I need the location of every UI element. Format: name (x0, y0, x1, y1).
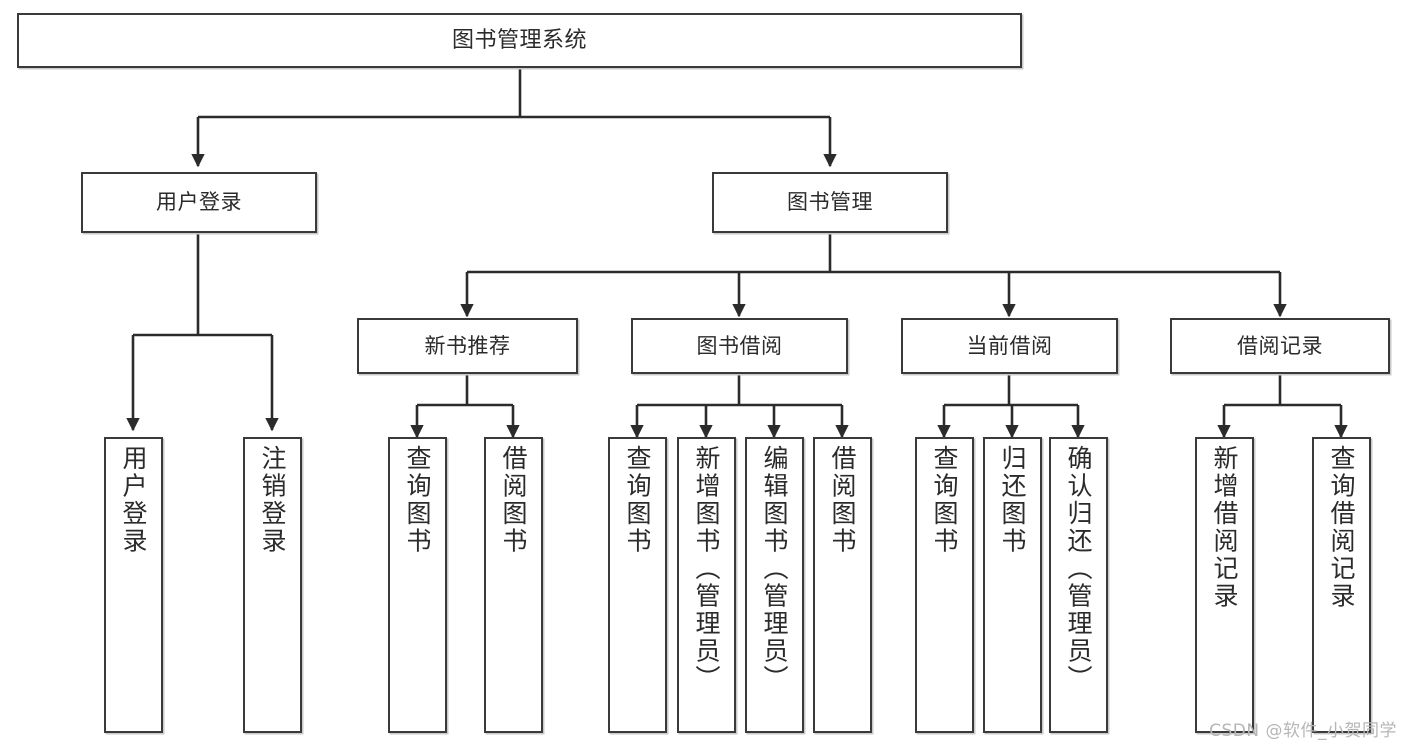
node-leaf-user-login[interactable]: 用户登录 (104, 437, 163, 733)
node-label: 归还图书 (998, 445, 1027, 555)
node-leaf-add-borrow-record[interactable]: 新增借阅记录 (1195, 437, 1254, 733)
node-label: 新书推荐 (424, 333, 511, 358)
watermark-text: CSDN @软件_小贺同学 (1209, 721, 1397, 741)
node-leaf-query-book-recommend[interactable]: 查询图书 (388, 437, 447, 733)
node-label: 确认归还（管理员） (1064, 445, 1093, 693)
node-leaf-borrow-book-recommend[interactable]: 借阅图书 (484, 437, 543, 733)
node-label: 借阅图书 (828, 445, 857, 555)
node-label: 当前借阅 (966, 333, 1053, 358)
node-book-management[interactable]: 图书管理 (712, 172, 948, 233)
node-label: 查询图书 (623, 445, 652, 555)
node-book-borrow[interactable]: 图书借阅 (631, 318, 848, 374)
node-borrow-record[interactable]: 借阅记录 (1170, 318, 1390, 374)
node-leaf-query-book-current[interactable]: 查询图书 (915, 437, 974, 733)
node-label: 借阅记录 (1237, 333, 1323, 358)
node-label: 新增借阅记录 (1210, 445, 1239, 610)
node-leaf-logout-login[interactable]: 注销登录 (243, 437, 302, 733)
node-label: 查询借阅记录 (1327, 445, 1356, 610)
node-label: 查询图书 (930, 445, 959, 555)
node-label: 查询图书 (403, 445, 432, 555)
node-user-login[interactable]: 用户登录 (81, 172, 317, 233)
node-root-book-management-system[interactable]: 图书管理系统 (17, 13, 1022, 68)
node-leaf-edit-book[interactable]: 编辑图书（管理员） (745, 437, 804, 733)
node-label: 编辑图书（管理员） (760, 445, 789, 693)
node-label: 新增图书（管理员） (692, 445, 721, 693)
node-leaf-return-book[interactable]: 归还图书 (983, 437, 1042, 733)
node-new-book-recommend[interactable]: 新书推荐 (357, 318, 578, 374)
node-label: 借阅图书 (499, 445, 528, 555)
node-label: 注销登录 (258, 445, 287, 555)
node-label: 图书管理系统 (451, 27, 587, 53)
node-leaf-confirm-return[interactable]: 确认归还（管理员） (1049, 437, 1108, 733)
node-leaf-query-borrow-record[interactable]: 查询借阅记录 (1312, 437, 1371, 733)
node-label: 图书借阅 (696, 333, 783, 358)
node-current-borrow[interactable]: 当前借阅 (901, 318, 1118, 374)
node-leaf-borrow-book[interactable]: 借阅图书 (813, 437, 872, 733)
node-label: 用户登录 (119, 445, 148, 555)
node-label: 用户登录 (156, 190, 242, 215)
node-leaf-add-book[interactable]: 新增图书（管理员） (677, 437, 736, 733)
node-label: 图书管理 (787, 190, 873, 215)
node-leaf-query-book-borrow[interactable]: 查询图书 (608, 437, 667, 733)
